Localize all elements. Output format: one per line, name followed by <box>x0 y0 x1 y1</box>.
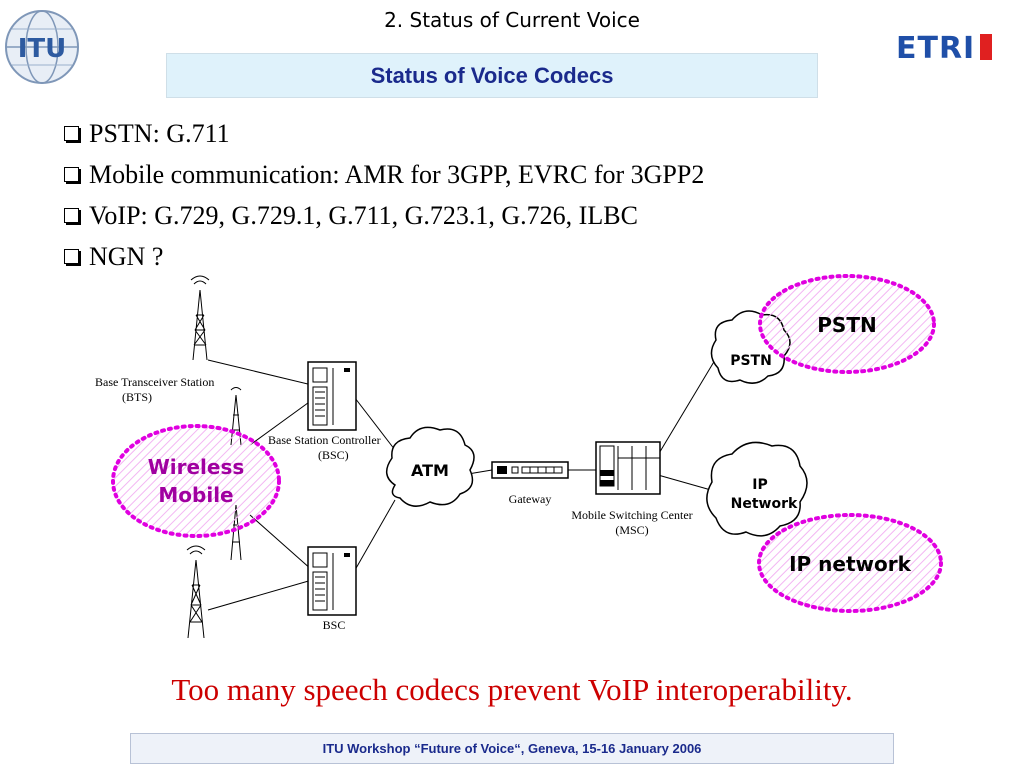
svg-text:IP network: IP network <box>789 552 912 576</box>
bullet-text: NGN ? <box>89 242 164 271</box>
checkbox-bullet-icon <box>64 126 79 141</box>
bts-tower-icon <box>186 545 206 639</box>
bullet-item: Mobile communication: AMR for 3GPP, EVRC… <box>62 154 704 195</box>
checkbox-bullet-icon <box>64 249 79 264</box>
bullet-item: PSTN: G.711 <box>62 113 704 154</box>
ip-network-cloud: IP Network <box>706 441 808 537</box>
msc-switch-icon <box>595 441 661 495</box>
bullet-list: PSTN: G.711 Mobile communication: AMR fo… <box>62 113 704 277</box>
svg-text:Wireless: Wireless <box>148 455 245 479</box>
itu-logo: ITU <box>5 10 79 84</box>
bts-tower-icon <box>230 504 242 561</box>
checkbox-bullet-icon <box>64 208 79 223</box>
footer-banner: ITU Workshop “Future of Voice“, Geneva, … <box>130 733 894 764</box>
ip-network-oval: IP network <box>757 513 943 613</box>
bsc-label: Base Station Controller <box>268 433 381 447</box>
page-title: 2. Status of Current Voice <box>384 8 640 32</box>
bullet-item: VoIP: G.729, G.729.1, G.711, G.723.1, G.… <box>62 195 704 236</box>
svg-text:Network: Network <box>731 496 798 512</box>
bts-label: Base Transceiver Station <box>95 375 214 389</box>
gateway-label: Gateway <box>509 492 552 506</box>
footer-text: ITU Workshop “Future of Voice“, Geneva, … <box>322 741 702 756</box>
svg-text:PSTN: PSTN <box>730 353 772 369</box>
pstn-oval: PSTN <box>758 274 936 374</box>
bsc-label-abbr: (BSC) <box>318 448 349 462</box>
network-diagram: Wireless Mobile Base Transceiver Station… <box>95 274 943 639</box>
bts-label-abbr: (BTS) <box>122 390 152 404</box>
svg-text:ITU: ITU <box>18 34 67 64</box>
gateway-device-icon <box>491 461 569 479</box>
msc-label: Mobile Switching Center <box>571 508 692 522</box>
conclusion-text: Too many speech codecs prevent VoIP inte… <box>171 672 853 707</box>
subtitle-text: Status of Voice Codecs <box>370 63 614 88</box>
svg-text:IP: IP <box>752 477 767 493</box>
svg-text:PSTN: PSTN <box>817 313 876 337</box>
bsc2-label: BSC <box>323 618 346 632</box>
bullet-text: PSTN: G.711 <box>89 119 230 148</box>
atm-cloud: ATM <box>386 426 475 507</box>
svg-text:ATM: ATM <box>411 461 449 480</box>
wireless-mobile-oval: Wireless Mobile <box>111 424 281 538</box>
bullet-text: VoIP: G.729, G.729.1, G.711, G.723.1, G.… <box>89 201 638 230</box>
bts-tower-icon <box>230 387 242 446</box>
bullet-item: NGN ? <box>62 236 704 277</box>
checkbox-bullet-icon <box>64 167 79 182</box>
msc-label-abbr: (MSC) <box>615 523 648 537</box>
bsc-server-icon <box>307 361 357 431</box>
bts-tower-icon <box>190 275 210 361</box>
svg-text:Mobile: Mobile <box>158 483 233 507</box>
etri-logo: ETRI <box>896 31 992 64</box>
subtitle-banner: Status of Voice Codecs <box>166 53 818 98</box>
bsc-server-icon <box>307 546 357 616</box>
svg-text:ETRI: ETRI <box>896 31 975 64</box>
bullet-text: Mobile communication: AMR for 3GPP, EVRC… <box>89 160 705 189</box>
